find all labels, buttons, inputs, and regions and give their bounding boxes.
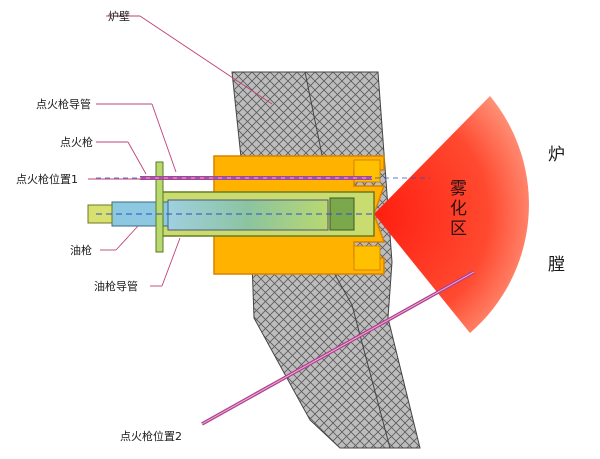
mounting-flange: [155, 161, 164, 253]
atomization-flame: [374, 96, 529, 333]
label-atomization-zone-2: 化: [450, 199, 467, 219]
label-igniter-guide: 点火枪导管: [36, 97, 91, 111]
label-furnace-chamber-1: 炉: [548, 145, 565, 165]
oil-gun-inner: [167, 199, 329, 231]
label-atomization-zone-3: 区: [450, 219, 467, 239]
wall-inner-line: [304, 71, 391, 449]
leader-lines: [88, 15, 273, 287]
label-furnace-chamber-2: 膛: [548, 255, 565, 275]
label-oil-gun: 油枪: [70, 243, 92, 257]
label-oil-gun-guide: 油枪导管: [94, 279, 138, 293]
label-igniter: 点火枪: [60, 135, 93, 149]
label-igniter-position-2: 点火枪位置2: [120, 429, 182, 443]
label-furnace-wall: 炉壁: [108, 9, 130, 23]
igniter-rod-2: [201, 271, 475, 425]
burner-front-bottom: [353, 245, 381, 271]
label-atomization-zone-1: 雾: [450, 179, 467, 199]
label-igniter-position-1: 点火枪位置1: [16, 172, 78, 186]
